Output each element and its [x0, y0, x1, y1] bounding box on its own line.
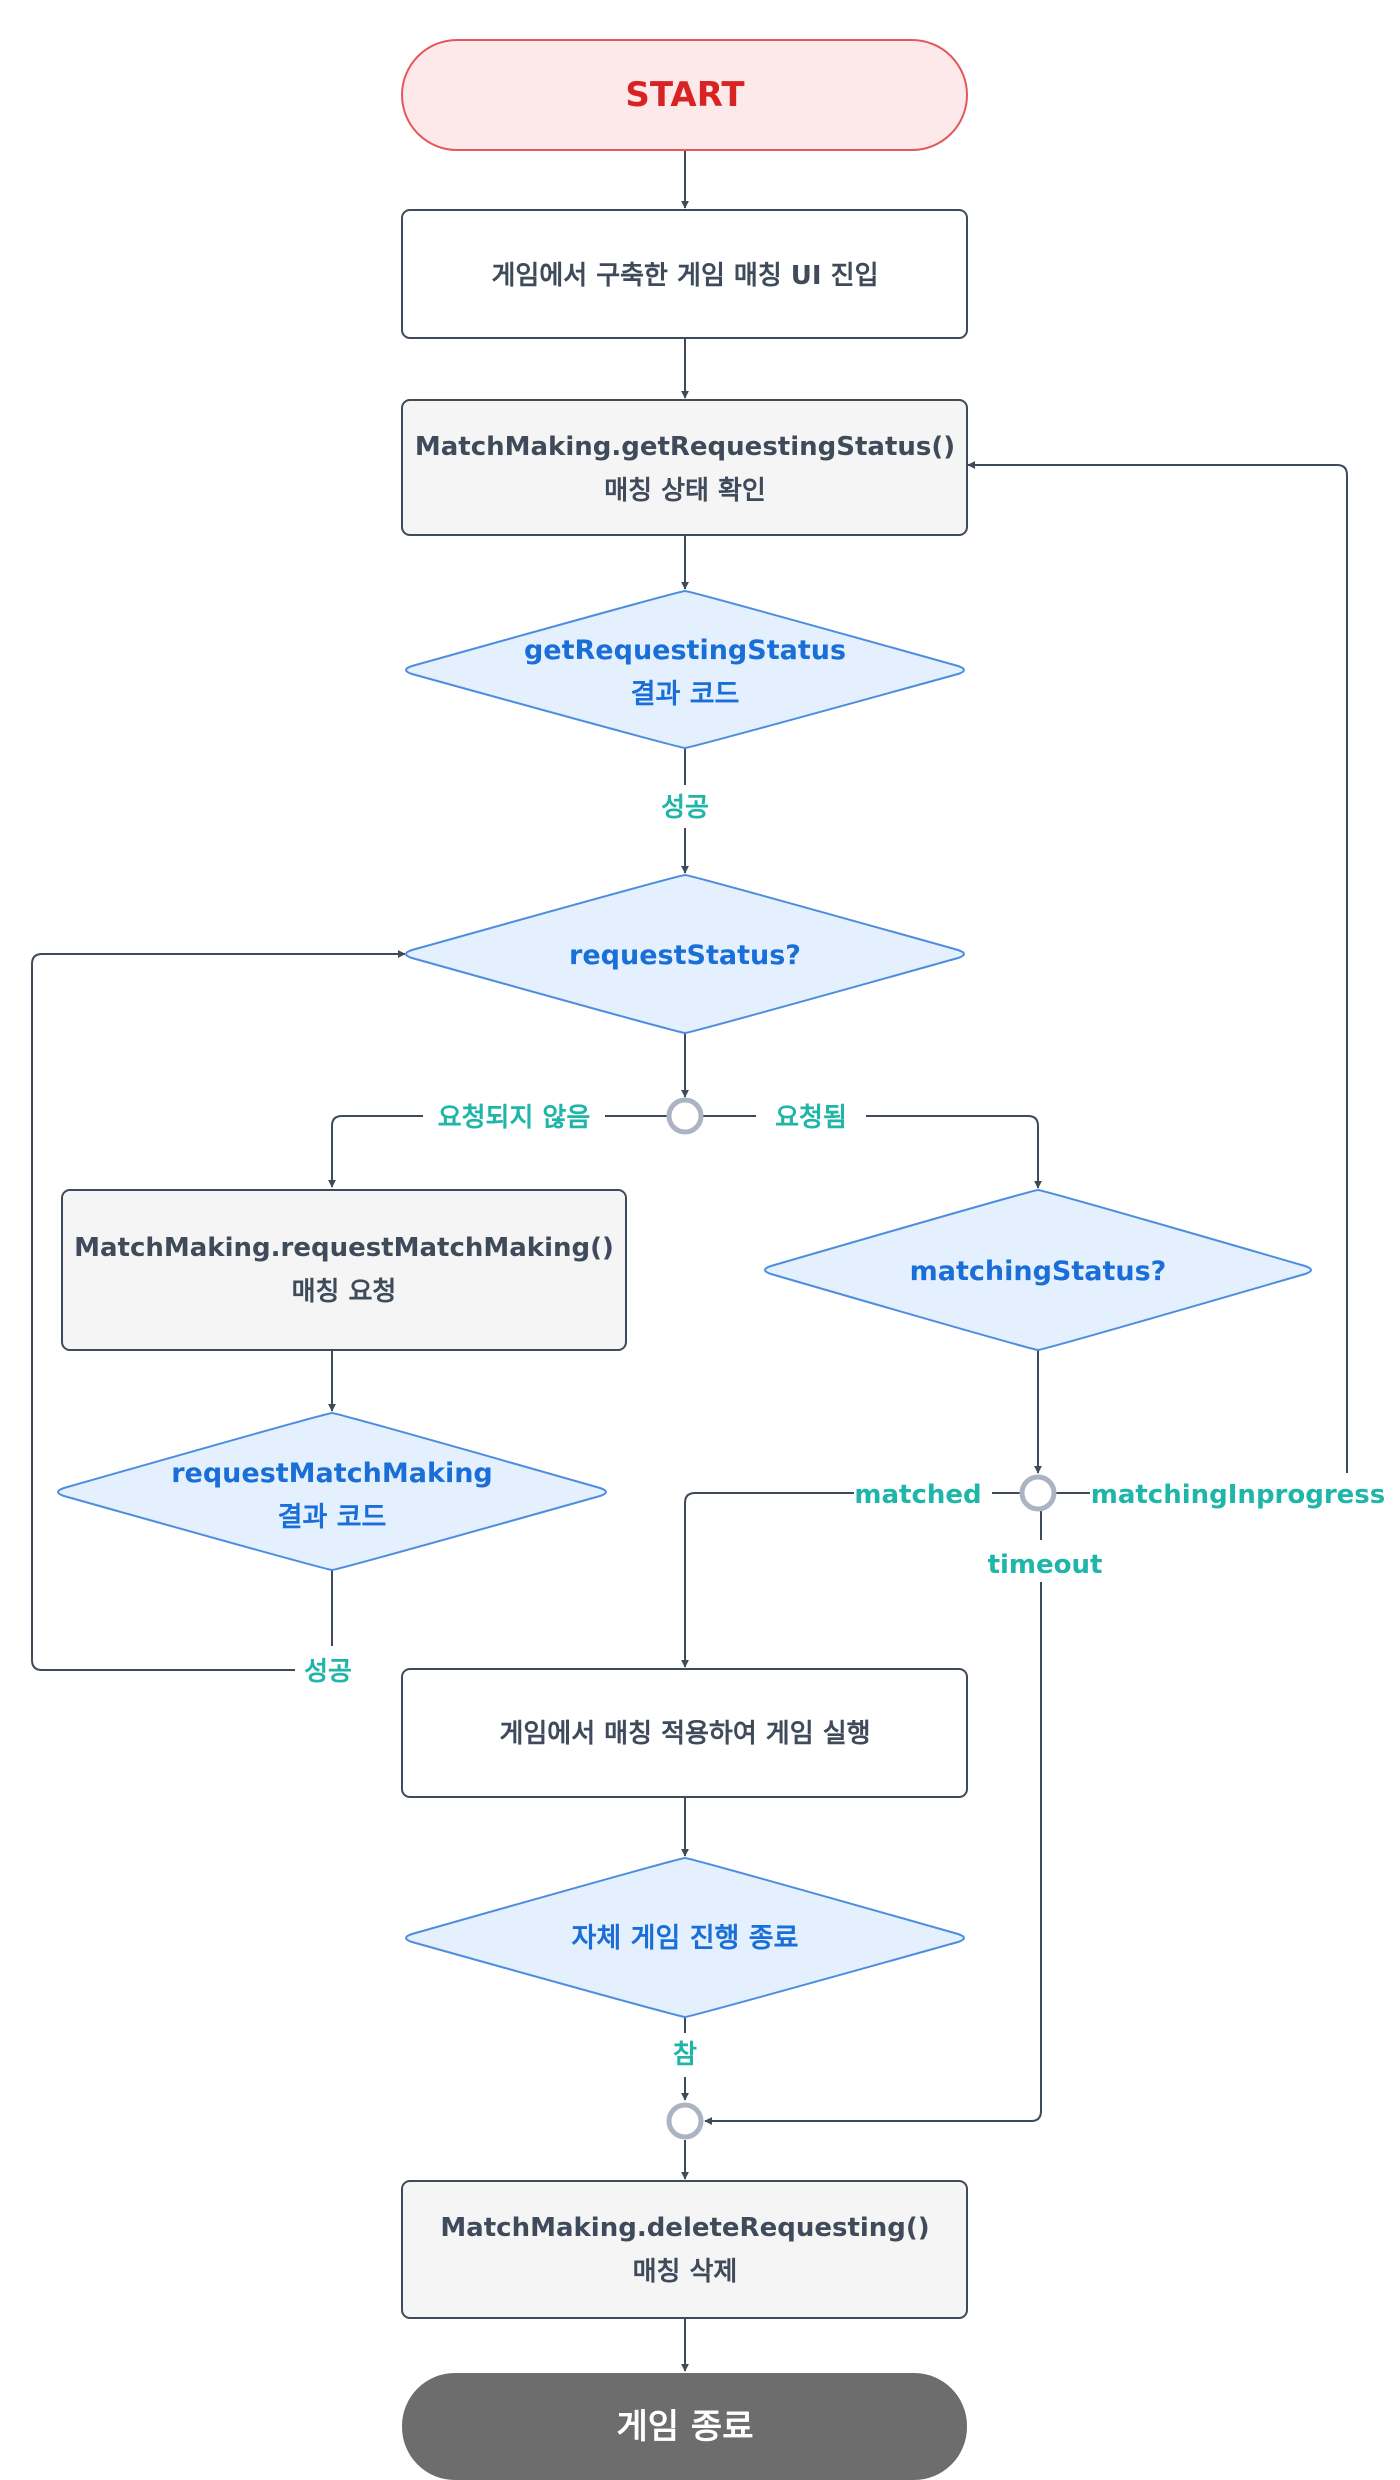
junction-request-status: [666, 1097, 704, 1135]
enter-ui-label: 게임에서 구축한 게임 매칭 UI 진입: [491, 261, 878, 291]
request-match-box: MatchMaking.requestMatchMaking() 매칭 요청: [61, 1189, 627, 1351]
edge-loop-back-to-requeststatus: [31, 950, 406, 1671]
matching-status-label: matchingStatus?: [910, 1256, 1167, 1287]
game-end-check-label: 자체 게임 진행 종료: [572, 1923, 799, 1954]
label-matched: matched: [854, 1480, 981, 1510]
edge-not-requested-to-requestmatch: [328, 1115, 423, 1188]
label-success-2: 성공: [304, 1657, 352, 1687]
request-match-line1: MatchMaking.requestMatchMaking(): [74, 1233, 614, 1263]
get-status-line2: 매칭 상태 확인: [604, 476, 766, 506]
game-end-check-decision: 자체 게임 진행 종료: [405, 1856, 965, 2019]
delete-request-box: MatchMaking.deleteRequesting() 매칭 삭제: [401, 2180, 968, 2319]
request-status-decision: requestStatus?: [405, 873, 965, 1035]
label-success-1: 성공: [661, 793, 709, 823]
label-requested: 요청됨: [775, 1103, 847, 1133]
get-status-line1: MatchMaking.getRequestingStatus(): [415, 432, 955, 462]
end-label: 게임 종료: [617, 2407, 754, 2447]
matching-status-decision: matchingStatus?: [764, 1188, 1312, 1352]
request-match-result-line1: requestMatchMaking: [171, 1458, 493, 1489]
request-match-result-line2: 결과 코드: [278, 1502, 387, 1533]
edge-requested-to-matchingstatus: [866, 1115, 1042, 1189]
label-timeout: timeout: [988, 1550, 1103, 1580]
start-node: START: [401, 39, 968, 151]
get-status-box: MatchMaking.getRequestingStatus() 매칭 상태 …: [401, 399, 968, 536]
delete-request-line2: 매칭 삭제: [633, 2257, 738, 2287]
junction-matching-status: [1019, 1474, 1057, 1512]
edge-timeout-to-final-junction: [704, 1582, 1042, 2125]
request-status-label: requestStatus?: [569, 940, 801, 971]
get-status-result-line1: getRequestingStatus: [524, 635, 846, 666]
label-matching-in-progress: matchingInprogress: [1091, 1480, 1386, 1510]
connectors: [31, 150, 1348, 2372]
junction-final: [666, 2102, 704, 2140]
delete-request-line1: MatchMaking.deleteRequesting(): [440, 2213, 929, 2243]
get-status-result-decision: getRequestingStatus 결과 코드: [405, 589, 965, 750]
enter-ui-box: 게임에서 구축한 게임 매칭 UI 진입: [401, 209, 968, 339]
label-not-requested: 요청되지 않음: [438, 1103, 591, 1133]
get-status-result-line2: 결과 코드: [631, 679, 740, 710]
request-match-line2: 매칭 요청: [292, 1277, 397, 1307]
run-game-label: 게임에서 매칭 적용하여 게임 실행: [499, 1719, 870, 1749]
end-node: 게임 종료: [402, 2373, 967, 2480]
run-game-box: 게임에서 매칭 적용하여 게임 실행: [401, 1668, 968, 1798]
start-label: START: [625, 75, 745, 115]
edge-matched-to-rungame: [681, 1492, 854, 1668]
request-match-result-decision: requestMatchMaking 결과 코드: [57, 1411, 607, 1572]
edge-inprogress-loop-to-getstatus: [967, 461, 1348, 1473]
label-true: 참: [673, 2040, 697, 2070]
